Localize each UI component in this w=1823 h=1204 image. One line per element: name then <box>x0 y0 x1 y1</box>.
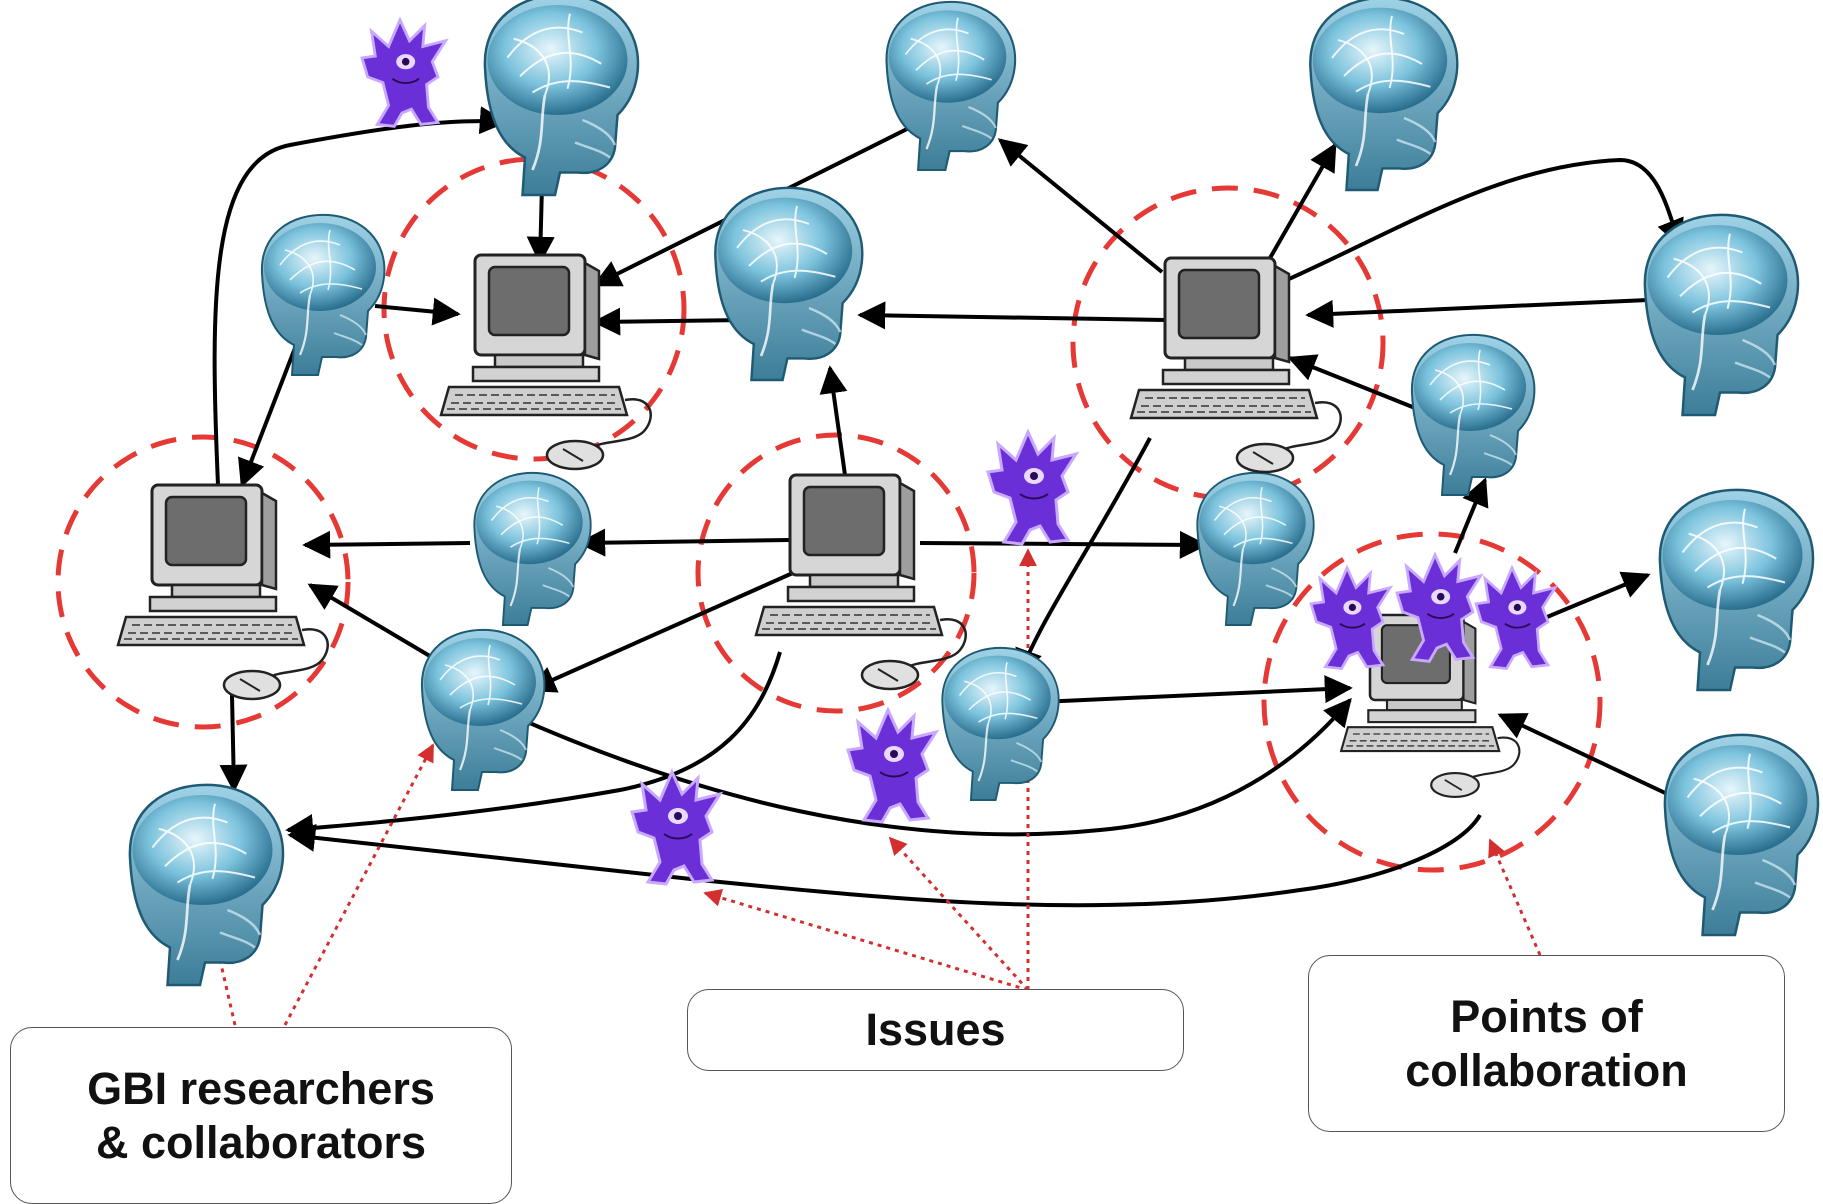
researchers-label-line-1: GBI researchers <box>87 1062 435 1114</box>
edge <box>997 138 1164 274</box>
gremlin-icon <box>986 430 1078 546</box>
researchers-label-line-2: & collaborators <box>95 1116 427 1168</box>
gremlin-icon <box>360 18 448 128</box>
edge <box>1279 157 1684 285</box>
edge <box>857 301 1166 330</box>
issues-label-box: Issues <box>687 989 1184 1071</box>
edge <box>287 813 1482 908</box>
brain-xray-icon <box>1663 733 1820 937</box>
pointer <box>888 836 1030 992</box>
brain-xray-icon <box>1308 0 1459 192</box>
brain-xray-icon <box>128 783 285 987</box>
edge <box>577 528 791 557</box>
edge <box>238 347 297 488</box>
edge <box>302 530 471 559</box>
pointer <box>703 889 1029 992</box>
computer-workstation-icon <box>116 483 330 701</box>
brain-xray-icon <box>1658 488 1815 692</box>
edge <box>285 651 782 842</box>
brain-xray-icon <box>885 0 1017 172</box>
brain-xray-icon <box>473 471 592 627</box>
edge <box>499 697 1352 837</box>
connection-edges <box>212 106 1684 908</box>
edge <box>1497 713 1681 802</box>
edge <box>592 307 746 336</box>
edge <box>1039 675 1353 704</box>
collab-circle <box>1261 531 1603 873</box>
edge <box>1305 298 1649 328</box>
edge <box>1453 477 1489 554</box>
edge <box>374 297 461 326</box>
edge <box>1287 354 1421 412</box>
points-label-line-1: Points of <box>1450 990 1643 1042</box>
edge <box>219 694 248 793</box>
points-label-box: Points of collaboration <box>1308 955 1785 1132</box>
brain-xray-icon <box>483 0 640 197</box>
edge <box>307 583 447 667</box>
brain-xray-icon <box>1410 333 1536 497</box>
brain-xray-icon <box>260 213 386 377</box>
collab-circle <box>1070 185 1386 501</box>
brain-xray-icon <box>713 186 864 382</box>
brain-xray-icon <box>941 646 1060 802</box>
collaboration-circles <box>55 156 1603 873</box>
computer-workstation-icon <box>754 473 968 691</box>
points-label-line-2: collaboration <box>1405 1044 1688 1096</box>
edge <box>1534 571 1651 624</box>
edge <box>527 570 796 693</box>
researchers-label-box: GBI researchers & collaborators <box>10 1027 512 1204</box>
edge <box>1268 142 1337 259</box>
brain-xray-icon <box>420 628 546 792</box>
researcher-nodes <box>128 0 1820 987</box>
collab-circle <box>381 156 687 462</box>
collab-circle <box>695 432 977 714</box>
edge <box>819 365 848 476</box>
gremlin-icon <box>1474 566 1557 670</box>
brain-xray-icon <box>1643 213 1800 417</box>
gremlin-icon <box>846 708 938 824</box>
collab-circle <box>55 434 351 730</box>
issues-label: Issues <box>865 1004 1006 1055</box>
pointer <box>1488 838 1542 956</box>
computer-workstation-icon <box>439 253 653 471</box>
pointer <box>283 743 435 1026</box>
edge <box>526 184 555 265</box>
edge <box>919 530 1208 559</box>
